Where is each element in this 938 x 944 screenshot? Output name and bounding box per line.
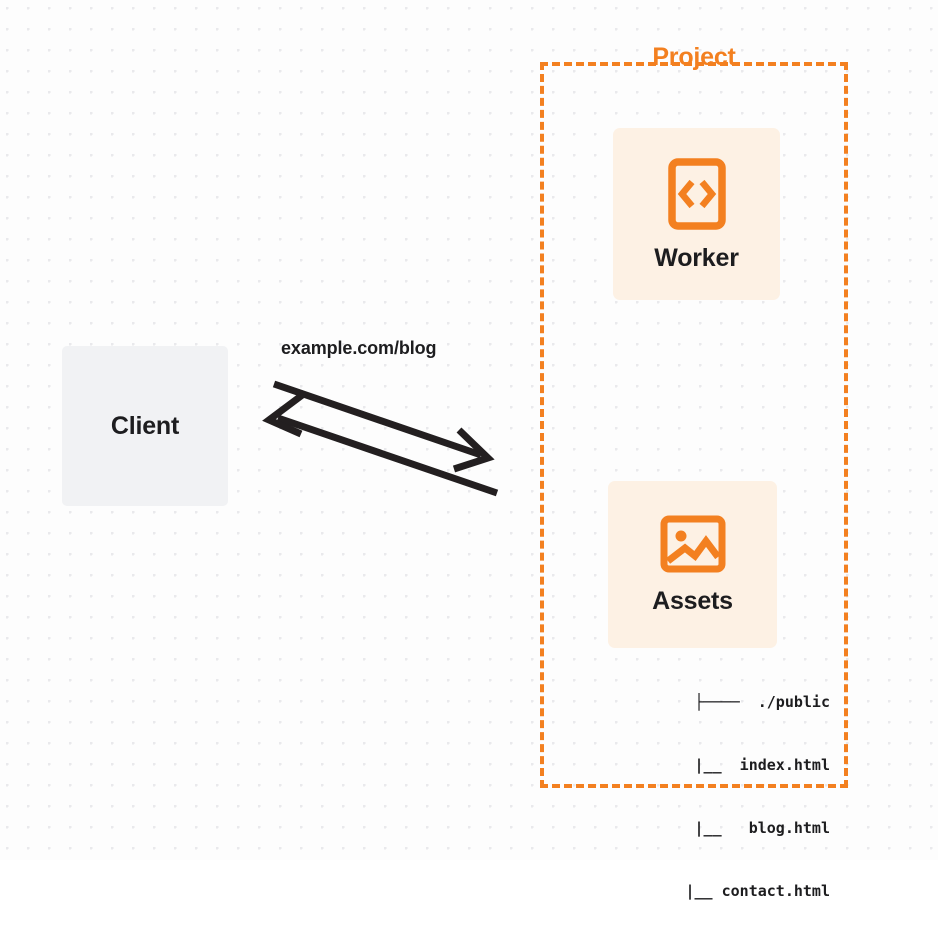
worker-node[interactable]: Worker — [613, 128, 780, 300]
code-brackets-icon — [667, 157, 726, 230]
client-label: Client — [110, 411, 180, 440]
worker-label: Worker — [654, 243, 739, 272]
diagram-canvas: Client example.com/blog Project Worker — [0, 0, 938, 900]
project-dashed-border — [540, 62, 848, 788]
image-icon — [660, 515, 725, 573]
request-arrow — [272, 380, 495, 473]
response-arrow — [262, 390, 499, 497]
assets-node[interactable]: Assets — [608, 481, 777, 648]
assets-file-tree: ├──── ./public |__ index.html |__ blog.h… — [585, 650, 830, 944]
file-tree-row: |__ contact.html — [649, 882, 830, 900]
project-title: Project — [652, 43, 736, 71]
project-container: Project Worker Assets ├──── ./public |__… — [540, 45, 848, 900]
file-tree-row: |__ blog.html — [658, 819, 830, 837]
assets-label: Assets — [652, 587, 733, 615]
client-node[interactable]: Client — [62, 346, 228, 506]
file-tree-row: ├──── ./public — [694, 693, 830, 711]
request-url-label: example.com/blog — [281, 338, 437, 358]
file-tree-row: |__ index.html — [658, 756, 830, 774]
